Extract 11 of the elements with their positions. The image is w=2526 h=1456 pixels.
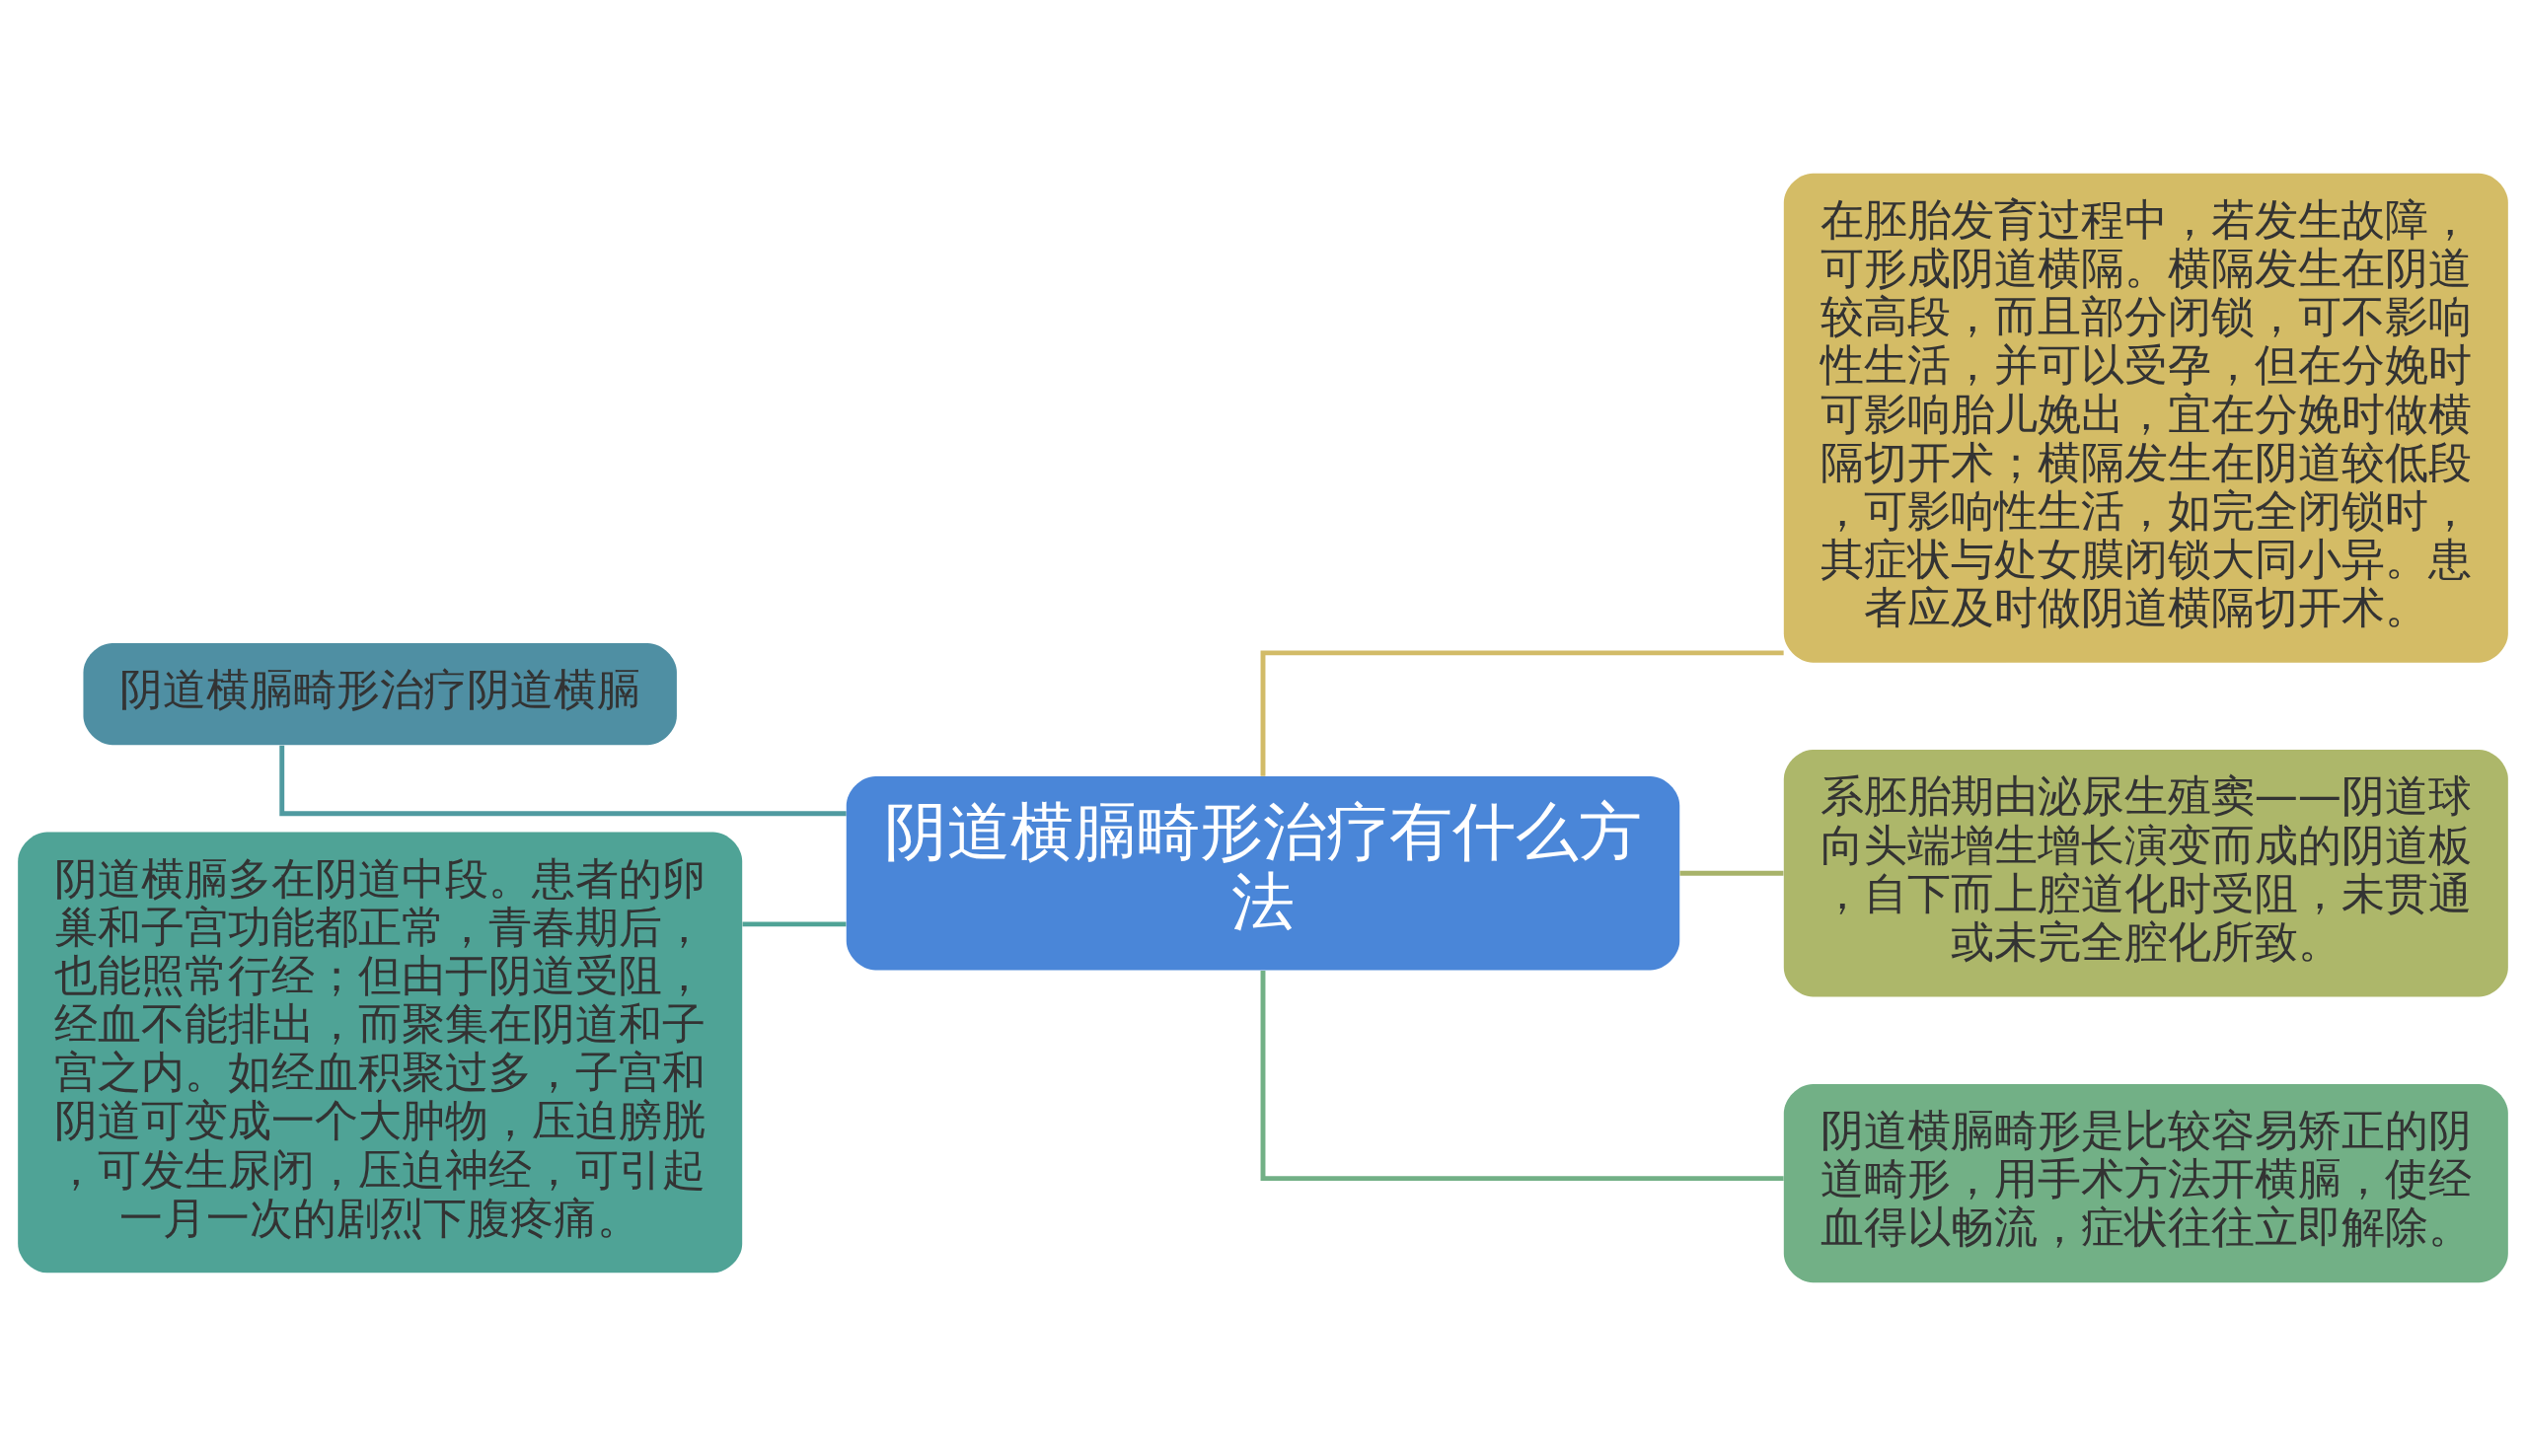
node-box: 阴道横膈畸形治疗有什么方法	[846, 776, 1680, 971]
node-box: 阴道横膈多在阴道中段。患者的卵巢和子宫功能都正常，青春期后，也能照常行经；但由于阴道受阻，经血不能排出，而聚集在阴道和子宫之内。如经血积聚过多，子宫和阴道可变成一个大肿物，压迫膀胱，可发生尿闭，压迫神经，可引起一月一次的剧烈下腹疼痛。	[18, 832, 743, 1274]
connector	[1260, 971, 1784, 1182]
connector	[279, 745, 847, 817]
connector	[1679, 870, 1784, 876]
node-box: 在胚胎发育过程中，若发生故障，可形成阴道横隔。横隔发生在阴道较高段，而且部分闭锁，可不影响性生活，并可以受孕，但在分娩时可影响胎儿娩出，宜在分娩时做横隔切开术；横隔发生在阴道较低段，可影响性生活，如完全闭锁时，其症状与处女膜闭锁大同小异。患者应及时做阴道横隔切开术。	[1783, 173, 2508, 663]
connector	[742, 921, 847, 927]
node-box: 阴道横膈畸形治疗阴道横膈	[83, 643, 677, 746]
node-box: 阴道横膈畸形是比较容易矫正的阴道畸形，用手术方法开横膈，使经血得以畅流，症状往往立即解除。	[1783, 1083, 2508, 1283]
connector	[1260, 650, 1784, 776]
node-box: 系胚胎期由泌尿生殖窦——阴道球向头端增生增长演变而成的阴道板，自下而上腔道化时受阻，未贯通或未完全腔化所致。	[1783, 750, 2508, 997]
